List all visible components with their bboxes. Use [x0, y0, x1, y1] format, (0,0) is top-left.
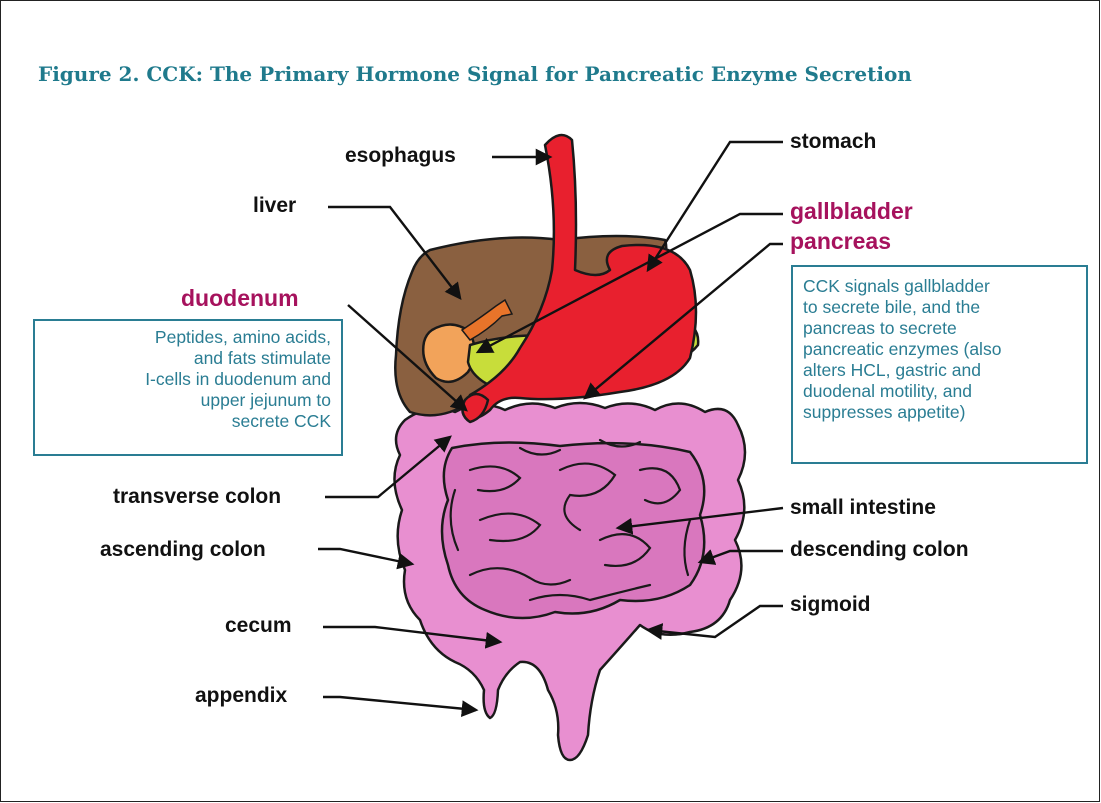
cck-note-box: CCK signals gallbladder to secrete bile,… [791, 265, 1088, 464]
label-esophagus: esophagus [345, 144, 456, 167]
duodenum-note-line: Peptides, amino acids, [43, 327, 331, 348]
label-small-intestine: small intestine [790, 496, 936, 519]
cck-note-line: alters HCL, gastric and [803, 360, 1076, 381]
label-transverse-colon: transverse colon [113, 485, 281, 508]
label-stomach: stomach [790, 130, 876, 153]
label-sigmoid: sigmoid [790, 593, 871, 616]
duodenum-note-line: and fats stimulate [43, 348, 331, 369]
small-intestine-shape [442, 442, 704, 618]
label-appendix: appendix [195, 684, 288, 707]
duodenum-note-line: secrete CCK [43, 411, 331, 432]
cck-note-line: pancreatic enzymes (also [803, 339, 1076, 360]
cck-note-line: to secrete bile, and the [803, 297, 1076, 318]
label-cecum: cecum [225, 614, 292, 637]
cck-note-line: CCK signals gallbladder [803, 276, 1076, 297]
duodenum-note-line: upper jejunum to [43, 390, 331, 411]
label-gallbladder: gallbladder [790, 198, 913, 224]
label-pancreas: pancreas [790, 228, 891, 254]
cck-note-line: suppresses appetite) [803, 402, 1076, 423]
duodenum-note-box: Peptides, amino acids, and fats stimulat… [33, 319, 343, 456]
label-liver: liver [253, 194, 296, 217]
cck-note-line: pancreas to secrete [803, 318, 1076, 339]
label-duodenum: duodenum [181, 285, 299, 311]
duodenum-note-line: I-cells in duodenum and [43, 369, 331, 390]
label-descending-colon: descending colon [790, 538, 969, 561]
cck-note-line: duodenal motility, and [803, 381, 1076, 402]
label-ascending-colon: ascending colon [100, 538, 266, 561]
